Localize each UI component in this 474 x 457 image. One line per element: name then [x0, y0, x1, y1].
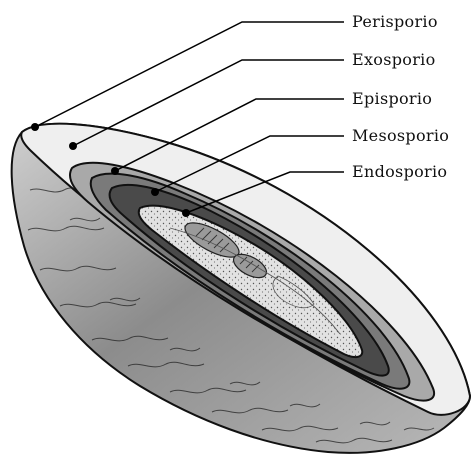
label-exosporio: Exosporio	[352, 50, 436, 69]
dot-endosporio	[182, 209, 190, 217]
dot-mesosporio	[151, 188, 159, 196]
leader-perisporio	[35, 22, 344, 127]
label-mesosporio: Mesosporio	[352, 126, 449, 145]
dot-exosporio	[69, 142, 77, 150]
dot-episporio	[111, 167, 119, 175]
labels: Perisporio Exosporio Episporio Mesospori…	[352, 12, 449, 181]
label-episporio: Episporio	[352, 89, 432, 108]
label-endosporio: Endosporio	[352, 162, 447, 181]
dot-perisporio	[31, 123, 39, 131]
label-perisporio: Perisporio	[352, 12, 438, 31]
